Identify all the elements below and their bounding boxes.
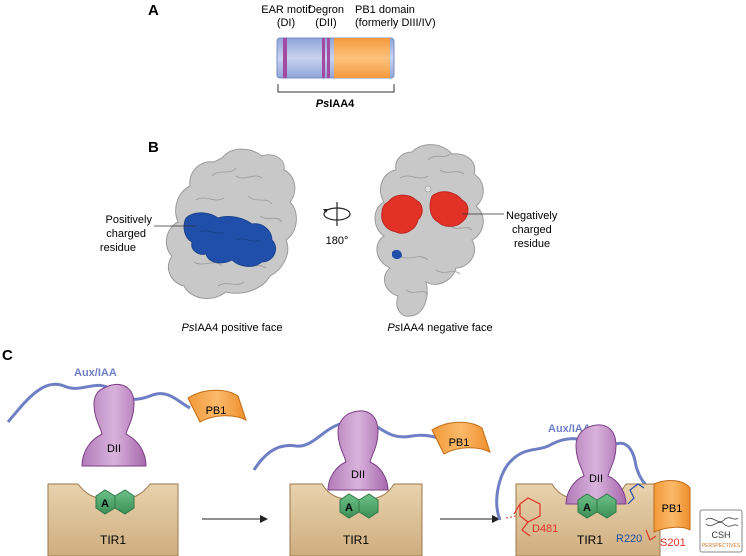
arrow-2 xyxy=(440,515,500,523)
negative-label-line1: Negatively xyxy=(506,210,558,222)
logo-text: CSH xyxy=(711,530,730,540)
csh-perspectives-logo: CSH PERSPECTIVES xyxy=(699,509,743,553)
ear-segment xyxy=(283,38,287,78)
rotation-icon xyxy=(323,202,351,226)
bracket xyxy=(277,84,395,93)
tir1-label-1: TIR1 xyxy=(100,533,126,547)
rotation-label: 180° xyxy=(326,235,349,247)
aux-iaa-label-1: Aux/IAA xyxy=(74,367,117,379)
auxin-label-3: A xyxy=(583,502,591,514)
negative-label-line2: charged xyxy=(512,224,552,236)
tir1-label-2: TIR1 xyxy=(343,533,369,547)
positive-label-line2: charged xyxy=(106,228,146,240)
negative-face-caption: PsIAA4 negative face xyxy=(387,322,492,334)
degron-segment-2 xyxy=(327,38,330,78)
d481-label: D481 xyxy=(532,523,558,535)
degron-sublabel: (DII) xyxy=(315,17,336,29)
pb1-domain-2 xyxy=(431,421,491,455)
r220-residue-sidechain xyxy=(627,483,645,505)
panel-a-letter: A xyxy=(148,2,159,19)
logo-subtext: PERSPECTIVES xyxy=(702,543,741,549)
stage-2: DII PB1 A TIR1 xyxy=(252,410,491,556)
pb1-label-2: PB1 xyxy=(449,437,470,449)
dii-label-2: DII xyxy=(351,469,365,481)
dii-domain-1 xyxy=(81,384,147,467)
aux-iaa-label-3: Aux/IAA xyxy=(548,423,591,435)
negative-charge-patch-1 xyxy=(381,194,423,234)
pb1-domain-1 xyxy=(187,389,247,423)
s201-residue-sidechain xyxy=(645,529,657,541)
stage-3: Aux/IAA DII A TIR1 PB1 D481 R220 S201 xyxy=(495,423,691,556)
d481-residue-sidechain xyxy=(513,497,541,537)
d481-interaction xyxy=(505,515,517,519)
negative-charge-patch-2 xyxy=(429,191,469,227)
positive-charge-patch xyxy=(183,212,276,267)
protein-name: PsIAA4 xyxy=(316,98,355,110)
negative-face-surface xyxy=(374,144,484,317)
panel-c-letter: C xyxy=(2,347,13,364)
r220-label: R220 xyxy=(616,533,642,545)
s201-label: S201 xyxy=(660,537,686,549)
dii-label-3: DII xyxy=(589,473,603,485)
positive-face-surface xyxy=(165,148,297,300)
negative-label-line3: residue xyxy=(514,238,550,250)
pb1-domain-label: PB1 domain xyxy=(355,4,415,16)
dii-domain-2 xyxy=(327,410,389,491)
degron-label: Degron xyxy=(308,4,344,16)
pb1-domain-3 xyxy=(653,480,691,533)
arrow-1 xyxy=(202,515,268,523)
dii-label-1: DII xyxy=(107,443,121,455)
auxin-label-2: A xyxy=(345,502,353,514)
stage-1: Aux/IAA DII PB1 A TIR1 xyxy=(6,367,247,556)
degron-segment-1 xyxy=(322,38,325,78)
panel-b-letter: B xyxy=(148,139,159,156)
pb1-domain-sublabel: (formerly DIII/IV) xyxy=(355,17,436,29)
tir1-label-3: TIR1 xyxy=(577,533,603,547)
dii-domain-3 xyxy=(565,424,627,505)
auxin-molecule-3 xyxy=(596,493,617,519)
positive-label-line3: residue xyxy=(100,242,136,254)
auxin-label-1: A xyxy=(101,498,109,510)
domain-bar xyxy=(276,37,395,79)
auxin-molecule-1 xyxy=(114,489,135,515)
small-positive-patch xyxy=(392,249,402,259)
positive-face-caption: PsIAA4 positive face xyxy=(182,322,283,334)
positive-label-line1: Positively xyxy=(106,214,153,226)
pb1-label-3: PB1 xyxy=(662,503,683,515)
auxin-molecule-2 xyxy=(358,493,379,519)
pb1-label-1: PB1 xyxy=(206,405,227,417)
ear-motif-sublabel: (DI) xyxy=(277,17,295,29)
ear-motif-label: EAR motif xyxy=(261,4,311,16)
